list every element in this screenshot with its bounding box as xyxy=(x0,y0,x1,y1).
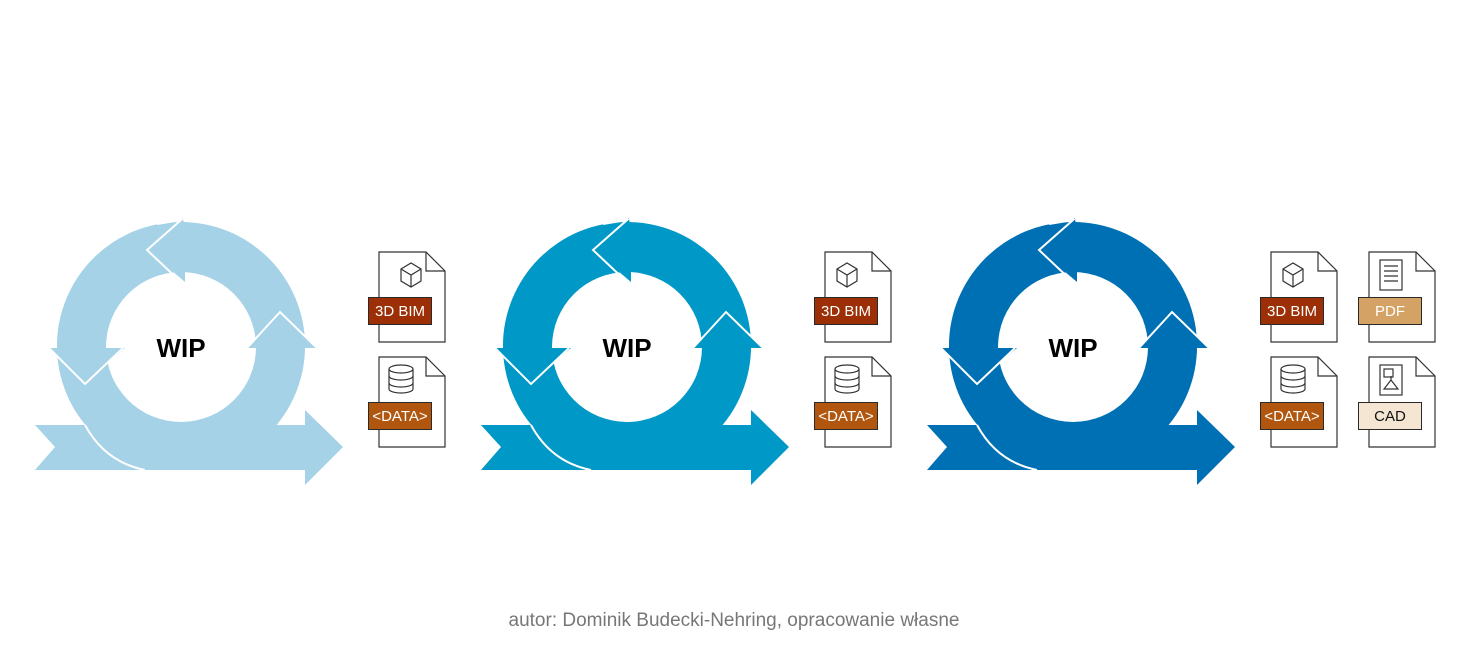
ring-arrow-right xyxy=(247,312,317,348)
data-tag: <DATA> xyxy=(368,402,432,430)
ring-arrow-right xyxy=(693,312,763,348)
ring-arrow-top xyxy=(1037,218,1077,282)
cube-icon xyxy=(836,262,858,288)
database-icon xyxy=(834,364,860,394)
bim-tag: 3D BIM xyxy=(1260,297,1324,325)
ring-arrow-top xyxy=(145,218,185,282)
cycle-diagram-1: WIP xyxy=(35,200,355,500)
cycle-diagram-2: WIP xyxy=(481,200,801,500)
data-tag: <DATA> xyxy=(1260,402,1324,430)
ring-arrow-top xyxy=(591,218,631,282)
text-page-icon xyxy=(1379,259,1403,291)
caption: autor: Dominik Budecki-Nehring, opracowa… xyxy=(508,610,960,631)
ring-arrow-left xyxy=(941,348,1017,382)
bim-document-2: 3D BIM xyxy=(814,251,892,343)
data-document-2: <DATA> xyxy=(814,356,892,448)
cycle-arrows-3: WIP xyxy=(927,218,1235,485)
bim-tag: 3D BIM xyxy=(368,297,432,325)
cycle-ring xyxy=(948,221,1198,470)
database-icon xyxy=(388,364,414,394)
cycle-arrows-1: WIP xyxy=(35,218,343,485)
data-document-1: <DATA> xyxy=(368,356,446,448)
cycle-arrows-2: WIP xyxy=(481,218,789,485)
wip-label: WIP xyxy=(602,333,651,363)
cube-icon xyxy=(1282,262,1304,288)
cycle-diagram-3: WIP xyxy=(927,200,1247,500)
bim-document-3: 3D BIM xyxy=(1260,251,1338,343)
ring-arrow-left xyxy=(495,348,571,382)
cube-icon xyxy=(400,262,422,288)
data-document-3: <DATA> xyxy=(1260,356,1338,448)
data-tag: <DATA> xyxy=(814,402,878,430)
ring-arrow-left xyxy=(49,348,125,382)
ring-arrow-right xyxy=(1139,312,1209,348)
drawing-icon xyxy=(1379,364,1403,396)
bim-tag: 3D BIM xyxy=(814,297,878,325)
bim-document-1: 3D BIM xyxy=(368,251,446,343)
pdf-tag: PDF xyxy=(1358,297,1422,325)
wip-label: WIP xyxy=(1048,333,1097,363)
pdf-document: PDF xyxy=(1358,251,1436,343)
cad-tag: CAD xyxy=(1358,402,1422,430)
cad-document: CAD xyxy=(1358,356,1436,448)
wip-label: WIP xyxy=(156,333,205,363)
database-icon xyxy=(1280,364,1306,394)
cycle-ring xyxy=(502,221,752,470)
cycle-ring xyxy=(56,221,306,470)
